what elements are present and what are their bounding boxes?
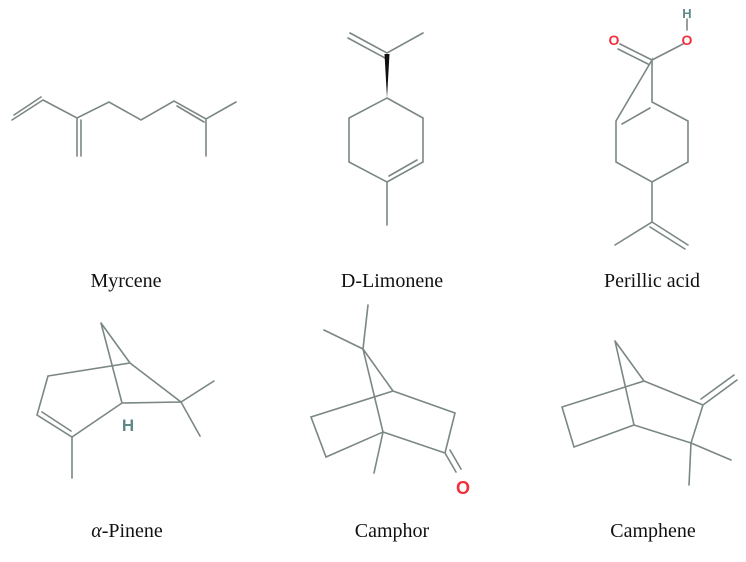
d-limonene-structure [347, 32, 424, 226]
wedge-bond [384, 54, 390, 98]
perillic-acid-structure: O O H [609, 6, 693, 250]
myrcene-label: Myrcene [90, 270, 161, 292]
camphor-structure: O [309, 304, 470, 498]
alpha-pinene-label: α-Pinene [91, 520, 163, 542]
hydrogen-atom: H [682, 6, 691, 21]
alpha-pinene-structure: H [36, 322, 215, 479]
oxygen-hydroxyl-atom: O [682, 32, 693, 48]
d-limonene-label: D-Limonene [341, 270, 443, 292]
myrcene-structure [11, 96, 237, 157]
oxygen-carbonyl-atom: O [609, 32, 620, 48]
oxygen-atom: O [456, 478, 470, 498]
camphene-structure [561, 340, 738, 486]
camphor-label: Camphor [355, 520, 430, 542]
hydrogen-atom: H [122, 416, 134, 435]
perillic-acid-label: Perillic acid [604, 270, 700, 292]
camphene-label: Camphene [610, 520, 696, 542]
